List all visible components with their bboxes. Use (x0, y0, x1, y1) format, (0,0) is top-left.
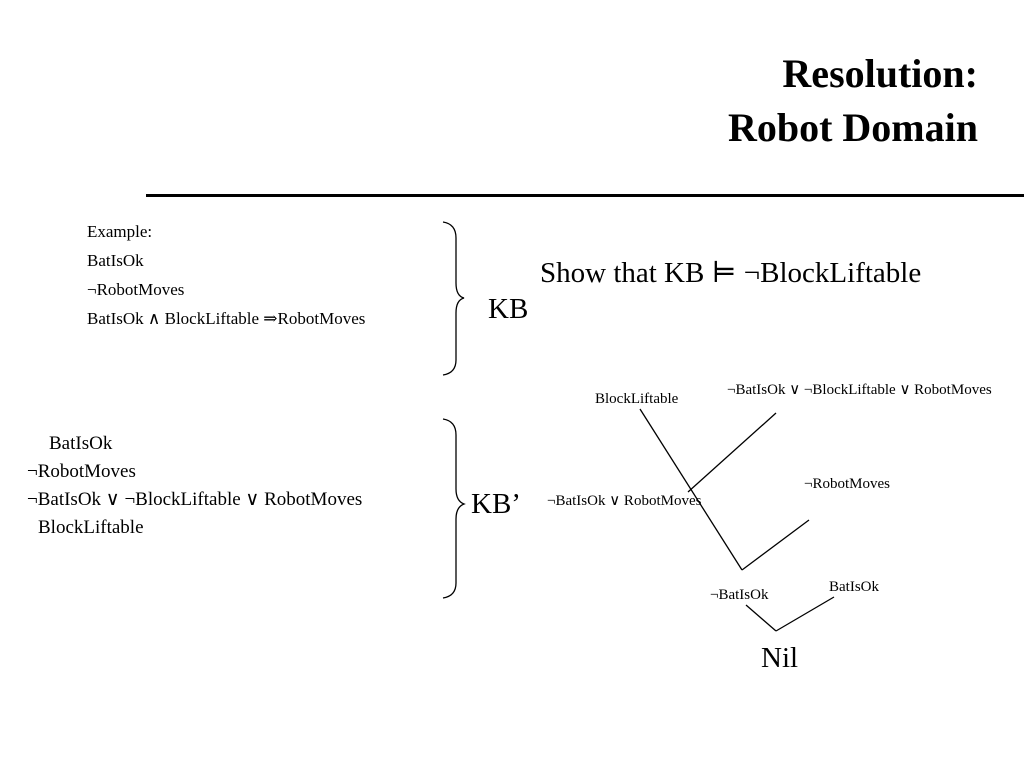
example-heading: Example: (87, 222, 153, 241)
tree-node-blockliftable: BlockLiftable (595, 391, 679, 407)
edge-robotmoves-to-step2 (741, 519, 810, 571)
kb-prime-label: KB’ (471, 488, 521, 520)
tree-node-batisok: BatIsOk (829, 579, 879, 595)
kb-prime-clause: ¬BatIsOk ∨ ¬BlockLiftable ∨ RobotMoves (27, 489, 363, 510)
kb-prime-clause: ¬RobotMoves (27, 461, 136, 482)
tree-node-clause3: ¬BatIsOk ∨ ¬BlockLiftable ∨ RobotMoves (727, 382, 992, 398)
title-line-1: Resolution: (782, 51, 978, 96)
title-line-2: Robot Domain (727, 105, 978, 150)
tree-node-nil: Nil (761, 642, 799, 674)
kb-prime-clause: BlockLiftable (38, 517, 144, 538)
example-clause: ¬RobotMoves (87, 280, 185, 299)
tree-node-not-batisok: ¬BatIsOk (710, 587, 769, 603)
tree-node-not-robotmoves: ¬RobotMoves (804, 476, 890, 492)
edge-batisok-to-nil-right (775, 596, 835, 632)
kbp-brace (442, 418, 466, 599)
kb-prime-clause: BatIsOk (49, 433, 113, 454)
example-clause: BatIsOk ∧ BlockLiftable ⇒RobotMoves (87, 309, 366, 328)
kb-brace (442, 221, 465, 376)
tree-node-resolvent-1: ¬BatIsOk ∨ RobotMoves (547, 493, 702, 509)
example-clause: BatIsOk (87, 251, 144, 270)
kb-label: KB (488, 293, 529, 325)
edge-clause3-to-step1 (687, 412, 777, 493)
title-divider (146, 194, 1024, 197)
edge-step2-to-nil-left (745, 604, 777, 632)
goal-statement: Show that KB ⊨ ¬BlockLiftable (540, 257, 922, 289)
